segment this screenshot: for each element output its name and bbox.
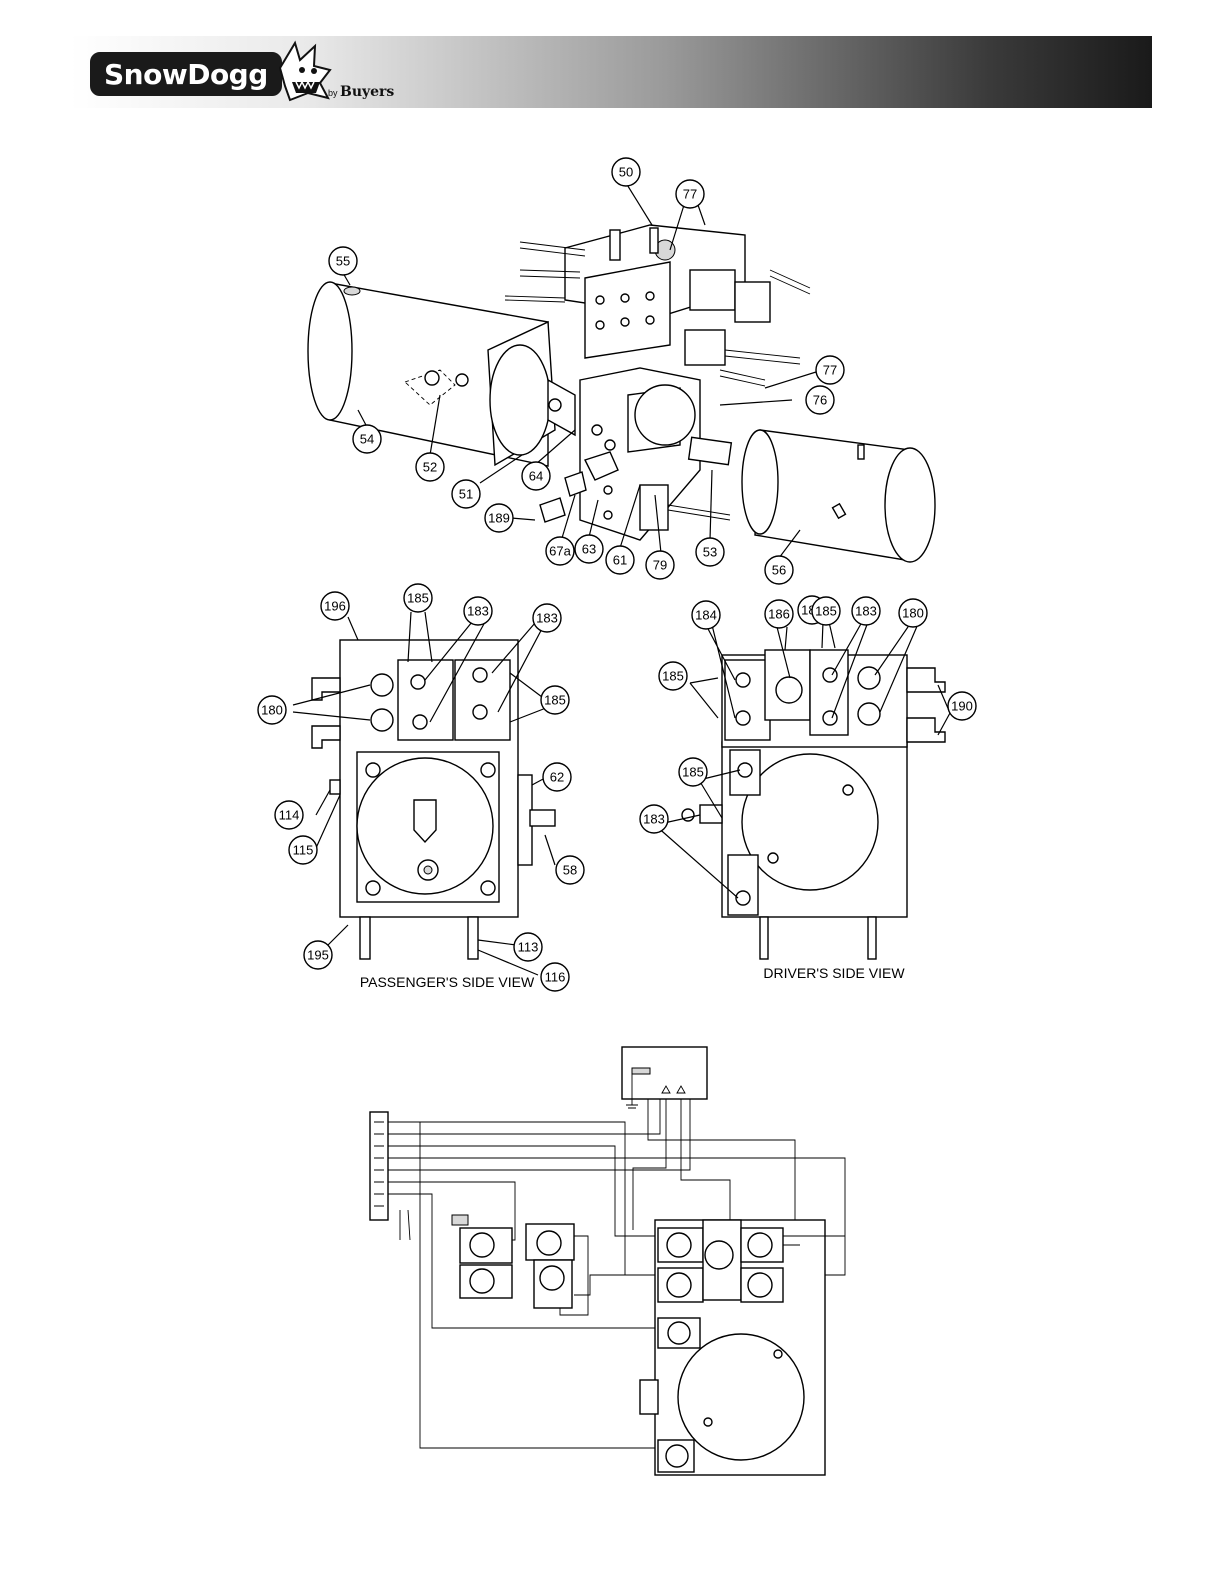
callout-label: 62	[550, 770, 564, 785]
callout-185: 185	[659, 662, 687, 690]
callout-label: 67a	[549, 544, 571, 559]
callout-67a: 67a	[546, 537, 574, 565]
callout-55: 55	[329, 247, 357, 275]
callout-label: 54	[360, 432, 374, 447]
callout-label: 186	[768, 607, 790, 622]
callout-label: 183	[643, 812, 665, 827]
callout-79: 79	[646, 551, 674, 579]
callout-label: 185	[544, 693, 566, 708]
callout-label: 52	[423, 460, 437, 475]
callout-label: 180	[261, 703, 283, 718]
callout-115: 115	[289, 836, 317, 864]
callout-77: 77	[816, 356, 844, 384]
callout-186: 186	[765, 600, 793, 628]
callout-183: 183	[640, 805, 668, 833]
callout-196: 196	[321, 592, 349, 620]
callout-label: 64	[529, 469, 543, 484]
callout-183: 183	[533, 604, 561, 632]
callout-label: 183	[855, 604, 877, 619]
callout-58: 58	[556, 856, 584, 884]
callout-185: 185	[812, 597, 840, 625]
callout-116: 116	[541, 963, 569, 991]
callout-label: 116	[545, 970, 566, 985]
callout-50: 50	[612, 158, 640, 186]
callout-61: 61	[606, 546, 634, 574]
callout-label: 51	[459, 487, 473, 502]
callout-label: 183	[467, 604, 489, 619]
callout-label: 183	[536, 611, 558, 626]
callout-183: 183	[852, 597, 880, 625]
passenger-view-title: PASSENGER'S SIDE VIEW	[360, 974, 535, 990]
callout-180: 180	[899, 599, 927, 627]
callout-189: 189	[485, 504, 513, 532]
electric-motor	[742, 430, 935, 562]
callout-label: 56	[772, 563, 786, 578]
callout-183: 183	[464, 597, 492, 625]
callout-76: 76	[806, 386, 834, 414]
callout-label: 189	[488, 511, 510, 526]
callout-label: 77	[683, 187, 697, 202]
callout-77: 77	[676, 180, 704, 208]
callout-185: 185	[679, 758, 707, 786]
callout-54: 54	[353, 425, 381, 453]
callout-184: 184	[692, 601, 720, 629]
callout-51: 51	[452, 480, 480, 508]
callout-62: 62	[543, 763, 571, 791]
wiring-schematic	[370, 1047, 845, 1475]
callout-64: 64	[522, 462, 550, 490]
callout-label: 185	[662, 669, 684, 684]
driver-side-view	[655, 622, 950, 959]
callout-label: 195	[307, 948, 329, 963]
callout-label: 115	[293, 843, 314, 858]
callout-114: 114	[275, 801, 303, 829]
callout-label: 76	[813, 393, 827, 408]
callout-190: 190	[948, 692, 976, 720]
pump-assembly	[488, 322, 575, 465]
passenger-side-view	[293, 612, 555, 975]
callout-label: 196	[324, 599, 346, 614]
callout-180: 180	[258, 696, 286, 724]
callout-113: 113	[514, 933, 542, 961]
callout-label: 77	[823, 363, 837, 378]
callout-63: 63	[575, 535, 603, 563]
callout-label: 185	[407, 591, 429, 606]
callout-label: 114	[279, 808, 300, 823]
callout-label: 50	[619, 165, 633, 180]
callout-label: 63	[582, 542, 596, 557]
callout-195: 195	[304, 941, 332, 969]
callout-label: 190	[951, 699, 973, 714]
driver-view-title: DRIVER'S SIDE VIEW	[763, 965, 905, 981]
callout-label: 185	[815, 604, 837, 619]
callout-53: 53	[696, 538, 724, 566]
callout-label: 184	[695, 608, 717, 623]
callout-label: 180	[902, 606, 924, 621]
callout-label: 113	[518, 940, 539, 955]
callout-label: 61	[613, 553, 627, 568]
callout-52: 52	[416, 453, 444, 481]
callout-185: 185	[541, 686, 569, 714]
callout-label: 79	[653, 558, 667, 573]
callout-185: 185	[404, 584, 432, 612]
callout-label: 53	[703, 545, 717, 560]
callout-56: 56	[765, 556, 793, 584]
callout-label: 58	[563, 863, 577, 878]
callout-label: 55	[336, 254, 350, 269]
callout-label: 185	[682, 765, 704, 780]
